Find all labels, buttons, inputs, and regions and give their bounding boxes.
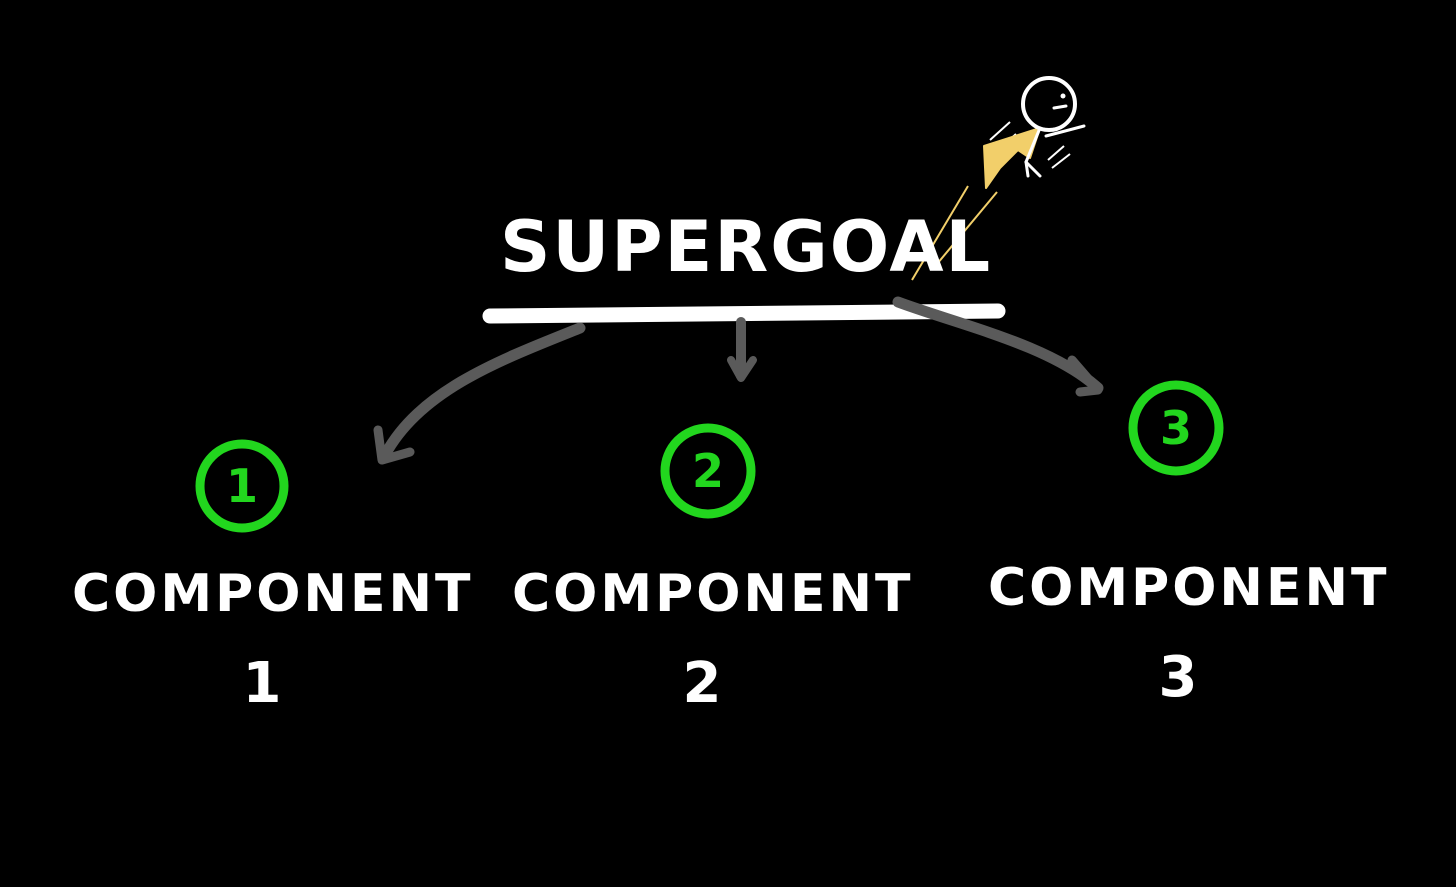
component-3-number: 3 <box>988 650 1368 706</box>
component-2: COMPONENT 2 <box>512 568 892 712</box>
arrow-to-component-2-icon <box>731 322 753 378</box>
arrow-to-component-1-icon <box>378 328 580 460</box>
badge-number-1: 1 <box>202 463 282 509</box>
badge-number-3: 3 <box>1136 405 1216 451</box>
component-2-label: COMPONENT <box>512 568 892 620</box>
component-3: COMPONENT 3 <box>988 562 1368 706</box>
component-1-number: 1 <box>72 656 452 712</box>
component-1-label: COMPONENT <box>72 568 452 620</box>
component-3-label: COMPONENT <box>988 562 1368 614</box>
page-title: SUPERGOAL <box>500 212 980 282</box>
component-1: COMPONENT 1 <box>72 568 452 712</box>
component-2-number: 2 <box>512 656 892 712</box>
badge-number-2: 2 <box>668 448 748 494</box>
